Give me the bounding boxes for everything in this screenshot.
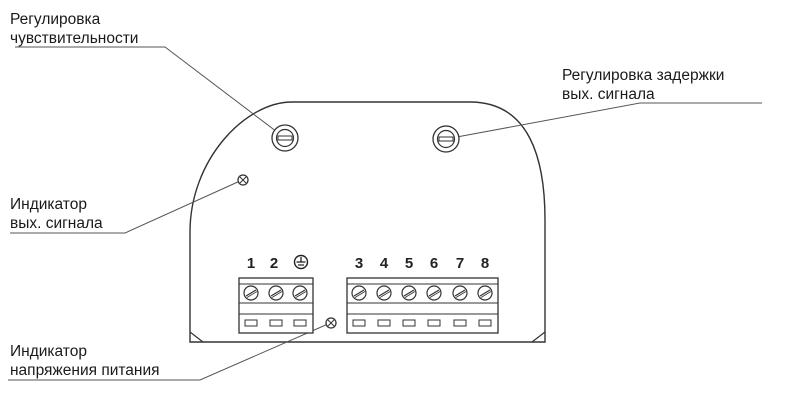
- label-delay-adjustment: Регулировка задержки вых. сигнала: [562, 66, 724, 104]
- wire-slot: [453, 319, 467, 327]
- delay-potentiometer[interactable]: [432, 125, 460, 153]
- ground-icon: [293, 254, 309, 270]
- terminal-number: 6: [430, 255, 438, 272]
- terminal-screw[interactable]: [401, 285, 417, 301]
- leader-line-sensitivity: [15, 46, 286, 139]
- terminal-number: 1: [247, 255, 255, 272]
- terminal-screw[interactable]: [268, 285, 284, 301]
- output-signal-led: [237, 174, 249, 186]
- label-line: вых. сигнала: [562, 86, 655, 103]
- wire-slot: [402, 319, 416, 327]
- terminal-screw[interactable]: [351, 285, 367, 301]
- wire-slot: [293, 319, 307, 327]
- terminal-screw[interactable]: [243, 285, 259, 301]
- terminal-screw[interactable]: [452, 285, 468, 301]
- label-power-indicator: Индикатор напряжения питания: [10, 342, 160, 380]
- label-line: Регулировка задержки: [562, 67, 725, 84]
- wire-slot: [269, 319, 283, 327]
- terminal-number: 7: [456, 255, 464, 272]
- terminal-number: 8: [481, 255, 489, 272]
- wire-slot: [352, 319, 366, 327]
- terminal-number: 3: [355, 255, 363, 272]
- label-line: чувствительности: [10, 30, 139, 47]
- housing-bottom-right-corner: [531, 331, 546, 343]
- label-output-indicator: Индикатор вых. сигнала: [10, 195, 103, 233]
- terminal-number: 2: [270, 255, 278, 272]
- label-line: Индикатор: [10, 343, 87, 360]
- housing-bottom-left-corner: [189, 331, 204, 343]
- terminal-screw[interactable]: [477, 285, 493, 301]
- terminal-screw[interactable]: [292, 285, 308, 301]
- label-line: Индикатор: [10, 196, 87, 213]
- wire-slot: [427, 319, 441, 327]
- terminal-screw[interactable]: [376, 285, 392, 301]
- wire-slot: [478, 319, 492, 327]
- leader-line-power-indicator: [8, 323, 329, 381]
- sensitivity-potentiometer[interactable]: [271, 124, 299, 152]
- label-line: напряжения питания: [10, 362, 160, 379]
- wire-slot: [244, 319, 258, 327]
- leader-line-output-indicator: [10, 180, 241, 234]
- terminal-number: 4: [380, 255, 389, 272]
- label-sensitivity-adjustment: Регулировка чувствительности: [10, 10, 138, 48]
- leader-line-delay: [445, 102, 762, 140]
- power-led: [325, 317, 337, 329]
- terminal-block-right: [346, 277, 499, 334]
- label-line: вых. сигнала: [10, 215, 103, 232]
- wire-slot: [377, 319, 391, 327]
- terminal-number: 5: [405, 255, 413, 272]
- label-line: Регулировка: [10, 11, 101, 28]
- terminal-screw[interactable]: [426, 285, 442, 301]
